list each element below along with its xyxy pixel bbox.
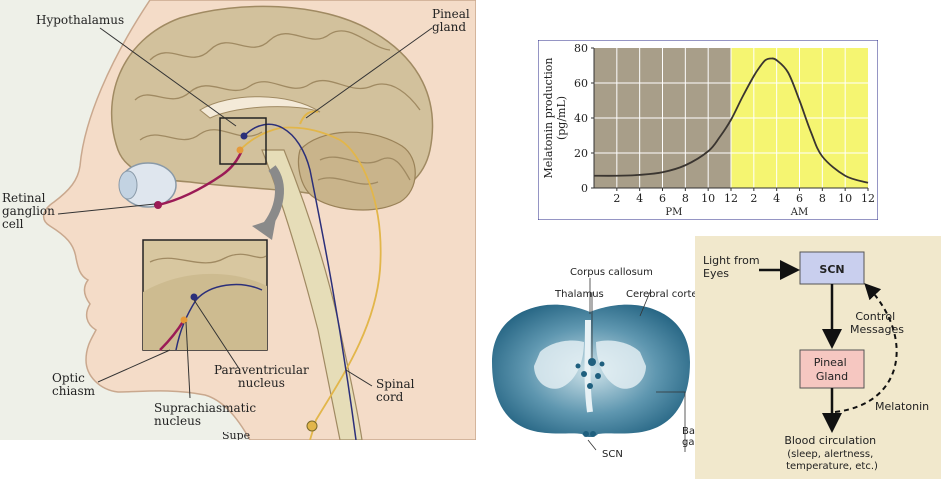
brain-section-scan: Corpus callosum Thalamus Cerebral cortex…	[480, 262, 704, 479]
label-paraventricular-nucleus: Paraventricular nucleus	[214, 363, 309, 390]
x-tick-label: 8	[819, 192, 826, 205]
scn-box-label: SCN	[819, 263, 844, 276]
spinal-cord	[261, 149, 363, 441]
label-cut-off: Supe	[222, 432, 251, 440]
scn-dots	[583, 431, 596, 437]
x-tick-label: 10	[838, 192, 852, 205]
x-tick-label: 6	[796, 192, 803, 205]
cerebellum	[297, 131, 416, 211]
x-tick-label: 10	[701, 192, 715, 205]
x-tick-label: 12	[861, 192, 875, 205]
pineal-box	[799, 349, 865, 389]
x-group-label-am: AM	[790, 207, 808, 218]
neuron-path	[243, 123, 357, 441]
label-thalamus: Thalamus	[555, 289, 604, 300]
flow-svg: SCN Pineal Gland Light from Eyes Control…	[703, 251, 929, 472]
section-outline	[492, 304, 690, 437]
zoom-inset	[142, 239, 268, 351]
x-tick-label: 8	[682, 192, 689, 205]
y-tick-label: 40	[574, 112, 588, 125]
scn-box	[799, 251, 865, 285]
y-tick-label: 60	[574, 77, 588, 90]
x-tick-label: 4	[773, 192, 780, 205]
sympathetic-pathway	[239, 126, 382, 441]
retina-pathway	[157, 149, 244, 207]
melatonin-curve	[593, 57, 869, 184]
label-basal-ganglia: Ba gai	[682, 426, 698, 448]
y-tick-label: 80	[574, 42, 588, 55]
y-axis-label: Melatonin production(pg/mL)	[542, 58, 568, 179]
thalamus-dots	[575, 358, 605, 389]
light-from-eyes-label: Light from Eyes	[703, 254, 763, 280]
x-tick-label: 2	[750, 192, 757, 205]
control-messages-label: Control Messages	[850, 310, 904, 336]
label-hypothalamus: Hypothalamus	[36, 13, 125, 27]
y-tick-label: 0	[581, 182, 588, 195]
zoom-source-box	[219, 117, 267, 165]
label-retinal-ganglion-cell: Retinal ganglion cell	[2, 191, 55, 231]
label-spinal-cord: Spinal cord	[376, 377, 415, 404]
label-cerebral-cortex: Cerebral cortex	[626, 289, 704, 300]
x-group-label-pm: PM	[665, 207, 682, 218]
label-pineal-gland: Pineal gland	[432, 7, 470, 34]
brain-drawing	[0, 0, 477, 441]
melatonin-feedback-arrow	[834, 283, 898, 413]
corpus-callosum	[199, 96, 321, 119]
label-optic-chiasm: Optic chiasm	[52, 371, 95, 398]
scn-flow-diagram: SCN Pineal Gland Light from Eyes Control…	[695, 236, 941, 479]
x-tick-label: 6	[659, 192, 666, 205]
scan-drawing	[492, 278, 690, 452]
x-tick-label: 12	[724, 192, 738, 205]
brain-illustration: Hypothalamus Pineal gland Retinal gangli…	[0, 0, 477, 441]
label-suprachiasmatic-nucleus: Suprachiasmatic nucleus	[154, 401, 257, 428]
label-corpus-callosum: Corpus callosum	[570, 267, 653, 278]
leader-lines	[57, 27, 433, 399]
blood-circulation-label: Blood circulation (sleep, alertness, tem…	[784, 434, 879, 472]
x-tick-label: 2	[613, 192, 620, 205]
pineal-box-label: Pineal Gland	[814, 356, 850, 383]
y-tick-label: 20	[574, 147, 588, 160]
label-scn: SCN	[602, 449, 623, 460]
melatonin-label: Melatonin	[875, 400, 929, 413]
x-tick-label: 4	[636, 192, 643, 205]
